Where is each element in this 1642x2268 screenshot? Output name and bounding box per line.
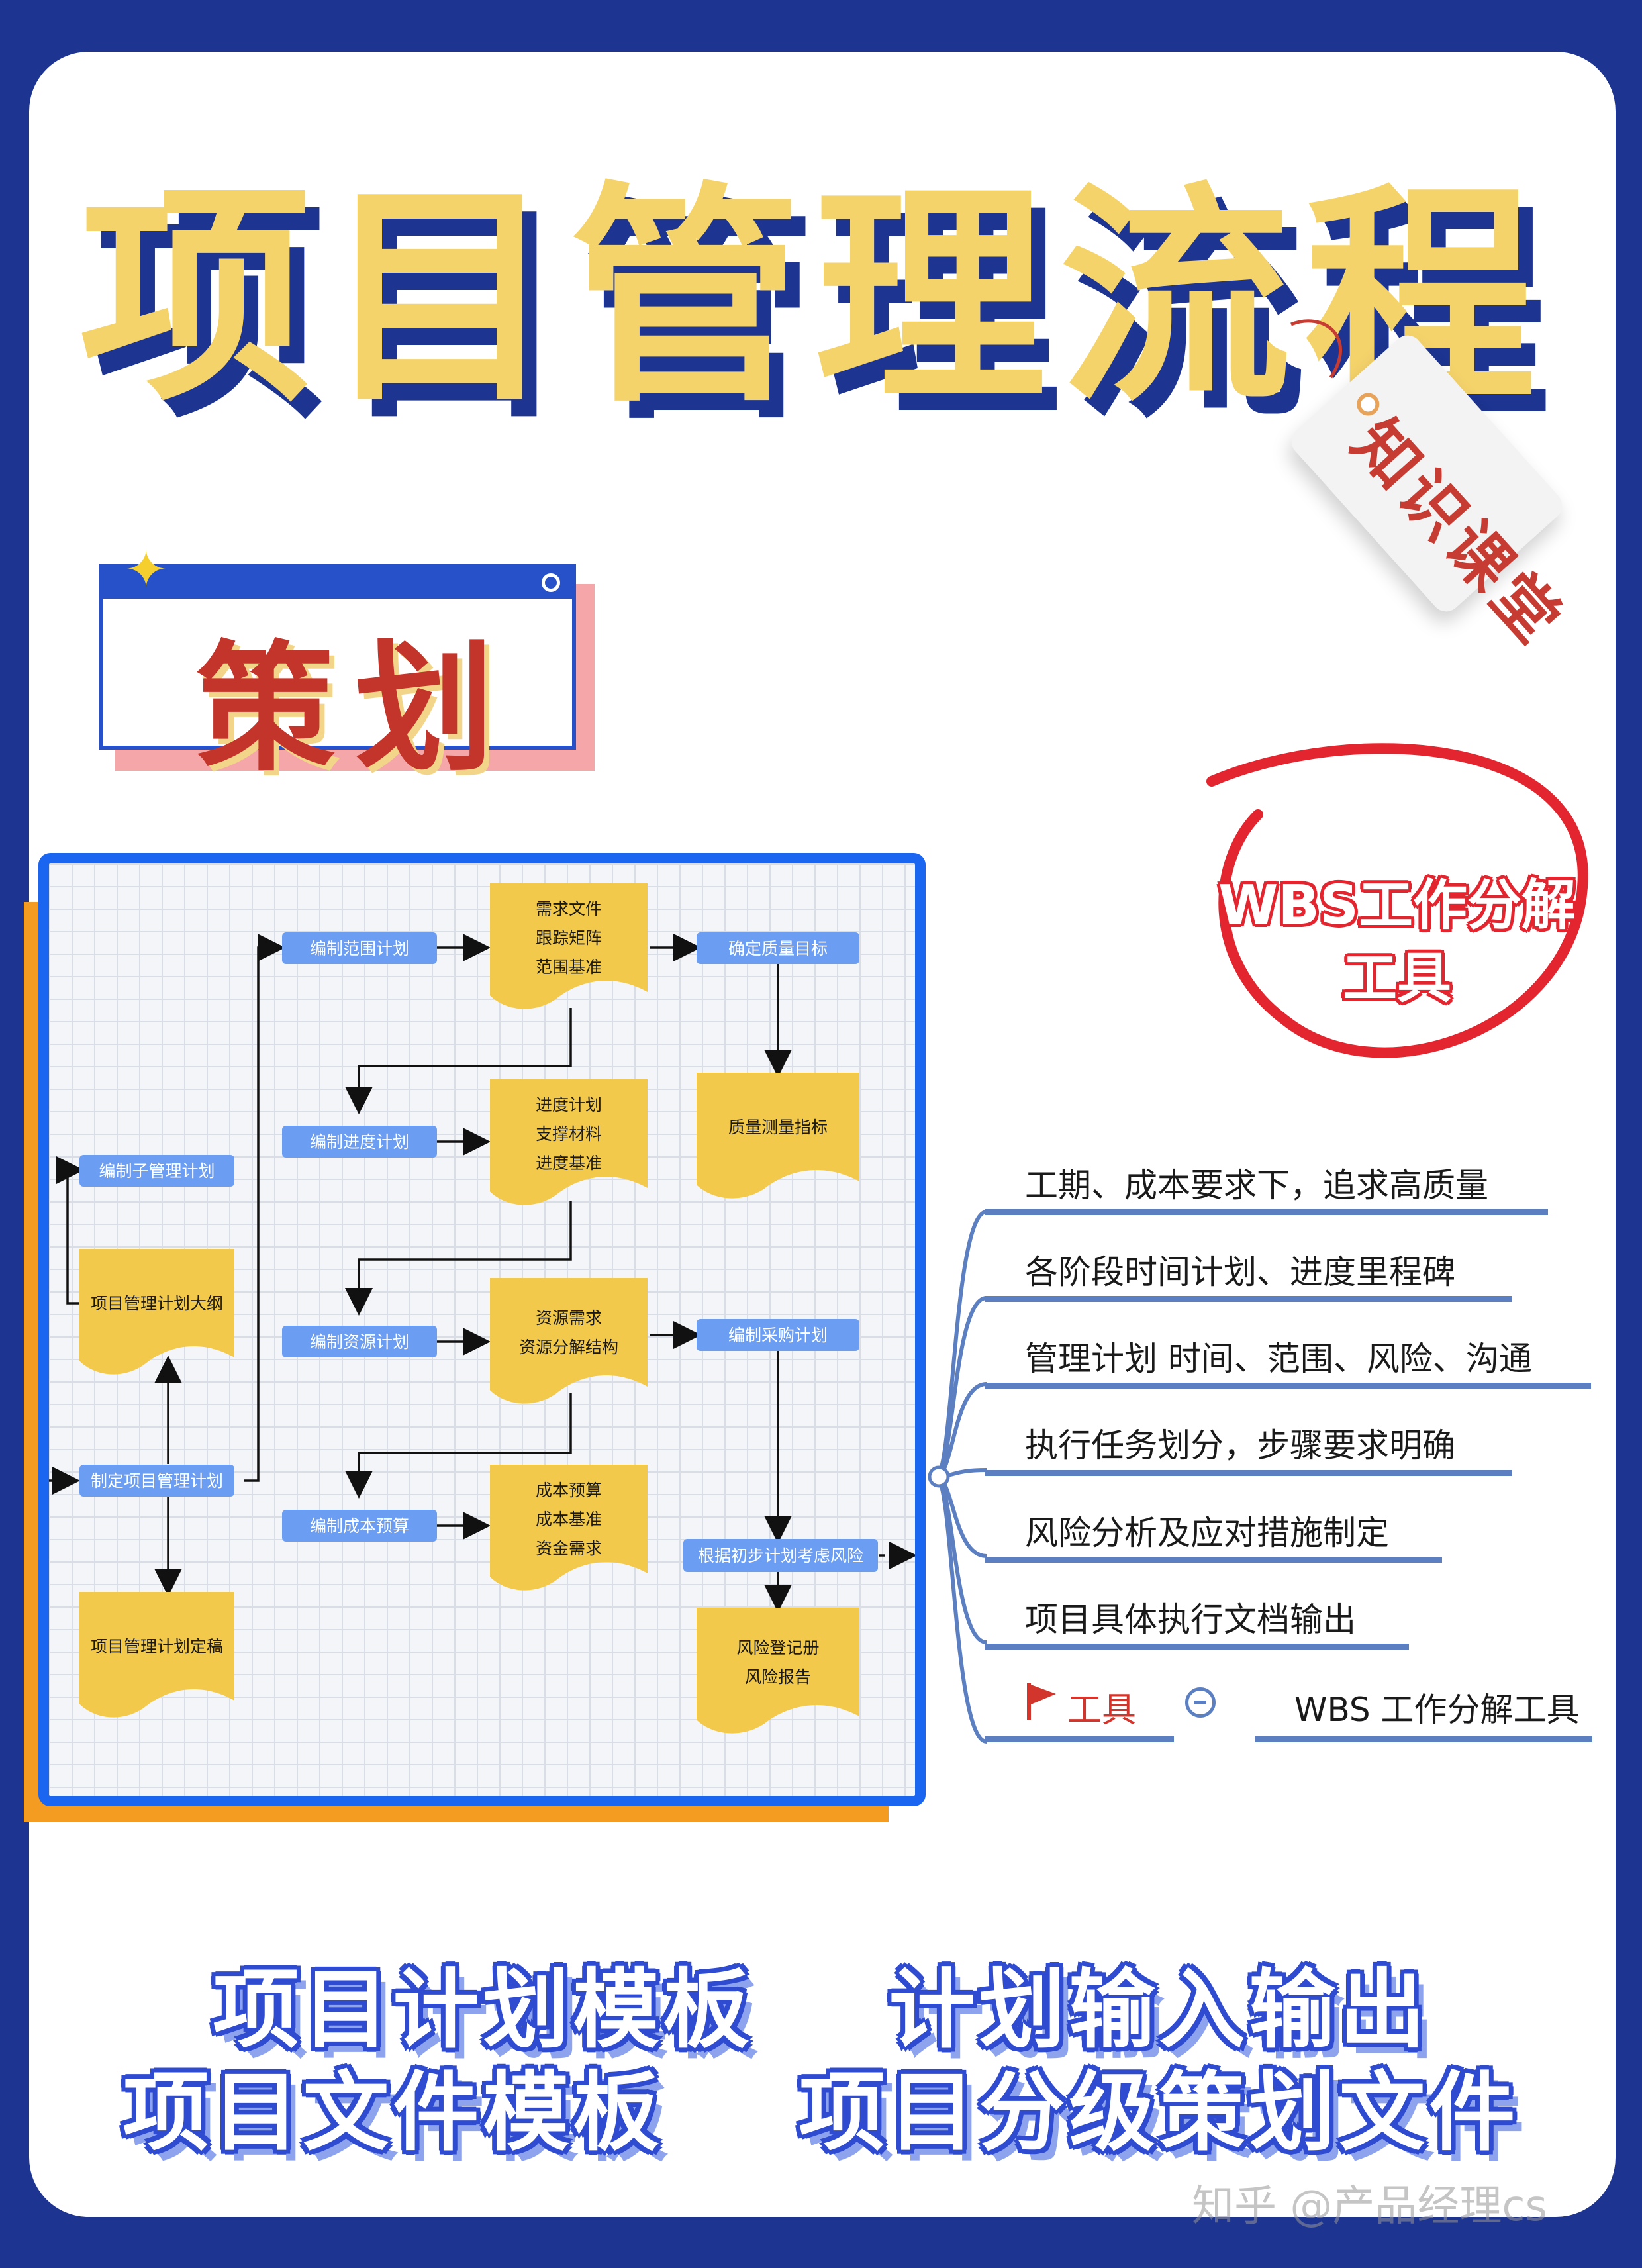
window-dot-icon	[542, 573, 560, 592]
process-label: 编制资源计划	[310, 1332, 409, 1352]
watermark: 知乎 @产品经理cs	[1192, 2182, 1547, 2231]
process-label: 确定质量目标	[728, 939, 828, 958]
document-label: 跟踪矩阵	[536, 928, 602, 948]
document-box	[697, 1608, 859, 1734]
document-box	[490, 1079, 648, 1205]
red-circle-icon	[1206, 743, 1588, 1058]
circle-text-line1: WBS工作分解	[1218, 874, 1576, 937]
mindmap-underline	[985, 1736, 1174, 1742]
section-title-bar	[103, 568, 572, 599]
connector	[56, 1156, 84, 1305]
process-box	[282, 1126, 437, 1158]
process-box	[697, 932, 859, 964]
connector	[345, 1201, 572, 1316]
mindmap-underline	[985, 1644, 1409, 1650]
title-text: 项目管理流程	[79, 163, 1549, 433]
document-label: 资金需求	[536, 1539, 602, 1558]
mindmap-underline	[985, 1209, 1548, 1215]
section-title: 策划	[196, 628, 514, 790]
mindmap-item: 管理计划 时间、范围、风险、沟通	[1025, 1340, 1532, 1378]
mindmap-item: 项目具体执行文档输出	[1025, 1601, 1356, 1639]
section-box: 策划	[99, 564, 576, 790]
page-title: 项目管理流程 项目管理流程	[79, 159, 1576, 450]
document-label: 资源需求	[536, 1308, 602, 1328]
process-label: 根据初步计划考虑风险	[698, 1546, 863, 1565]
document-label: 风险登记册	[736, 1638, 819, 1657]
mindmap-underline	[985, 1296, 1512, 1302]
circle-annotation: WBS工作分解 工具	[1185, 728, 1609, 1099]
document-label: 进度计划	[536, 1095, 602, 1114]
mindmap-underline	[1255, 1736, 1592, 1742]
process-box	[282, 1326, 437, 1357]
document-label: 进度基准	[536, 1154, 602, 1173]
document-label: 风险报告	[745, 1667, 811, 1687]
flowchart-board: 编制范围计划编制进度计划编制资源计划编制成本预算 编制子管理计划制定项目管理计划 确…	[38, 853, 926, 1806]
process-label: 编制子管理计划	[99, 1161, 215, 1181]
connector	[345, 1008, 572, 1114]
mindmap-underline	[985, 1383, 1591, 1389]
document-label: 范围基准	[536, 958, 602, 977]
document-box	[697, 1073, 859, 1199]
mindmap-item: 各阶段时间计划、进度里程碑	[1025, 1253, 1455, 1291]
document-label: 项目管理计划定稿	[91, 1637, 223, 1656]
document-box	[490, 883, 648, 1009]
process-label: 制定项目管理计划	[91, 1471, 223, 1491]
document-label: 质量测量指标	[728, 1118, 828, 1137]
bottom-line-1: 项目计划模板 计划输入输出	[213, 1959, 1429, 2060]
title-shadow: 项目管理流程	[94, 180, 1564, 450]
mindmap-item: 工期、成本要求下，追求高质量	[1025, 1166, 1488, 1205]
mindmap-tool-value: WBS 工作分解工具	[1294, 1691, 1580, 1729]
document-box	[79, 1592, 234, 1718]
circle-text-line2: 工具	[1342, 947, 1451, 1010]
process-box	[282, 1510, 437, 1542]
sparkle-icon: ✦	[124, 540, 168, 600]
process-label: 编制范围计划	[310, 939, 409, 958]
document-label: 支撑材料	[536, 1124, 602, 1144]
flag-icon	[1027, 1683, 1056, 1720]
connector	[244, 934, 285, 1482]
process-box	[697, 1319, 859, 1351]
process-box	[79, 1155, 234, 1187]
bottom-line-2: 项目文件模板 项目分级策划文件	[122, 2062, 1520, 2163]
document-box	[79, 1249, 234, 1375]
document-box	[490, 1278, 648, 1404]
document-label: 资源分解结构	[519, 1338, 618, 1357]
mindmap-underline	[985, 1557, 1442, 1563]
process-box	[683, 1539, 878, 1572]
mindmap-item: 执行任务划分，步骤要求明确	[1025, 1426, 1455, 1465]
mindmap-underline	[985, 1470, 1512, 1476]
process-label: 编制进度计划	[310, 1132, 409, 1152]
process-label: 编制采购计划	[728, 1326, 828, 1345]
document-label: 成本基准	[536, 1510, 602, 1529]
connector	[345, 1393, 572, 1499]
process-box	[282, 932, 437, 964]
mindmap-branches	[928, 1210, 987, 1744]
document-label: 成本预算	[536, 1481, 602, 1500]
tag-string-icon	[1290, 319, 1342, 379]
process-label: 编制成本预算	[310, 1516, 409, 1536]
document-box	[490, 1465, 648, 1591]
document-label: 需求文件	[536, 899, 602, 918]
document-label: 项目管理计划大纲	[91, 1294, 223, 1313]
process-box	[79, 1465, 234, 1497]
mindmap-item: 风险分析及应对措施制定	[1025, 1514, 1389, 1552]
collapse-icon[interactable]	[1185, 1687, 1216, 1718]
mindmap-tool-label: 工具	[1067, 1691, 1137, 1730]
